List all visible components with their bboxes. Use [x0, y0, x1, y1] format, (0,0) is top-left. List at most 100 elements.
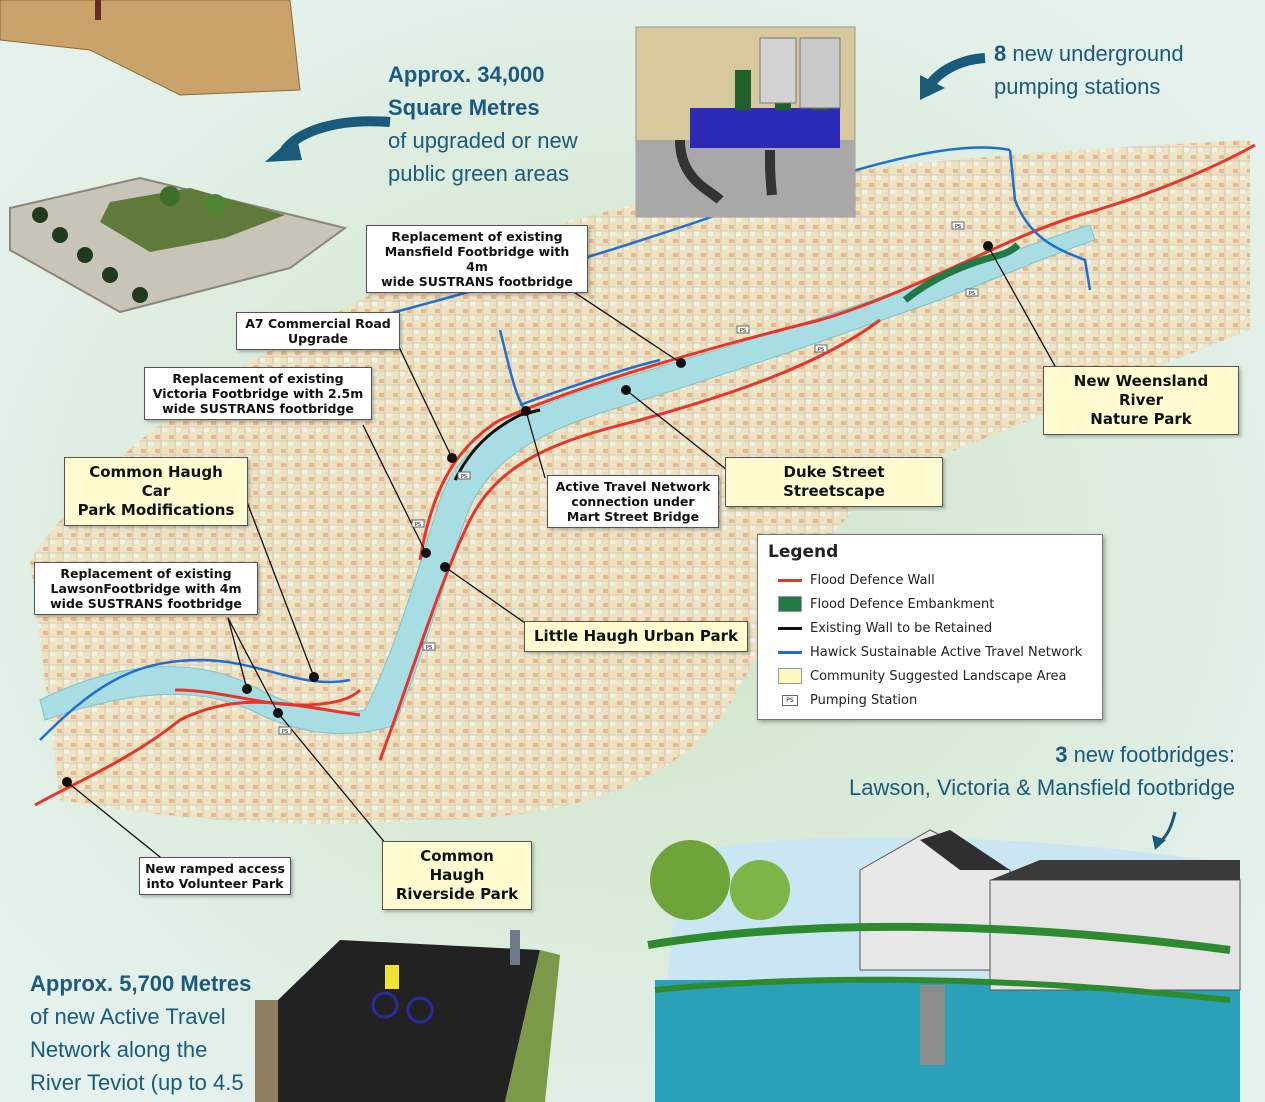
legend-symbol — [778, 626, 802, 630]
callout-pins — [62, 241, 993, 787]
legend-symbol — [778, 578, 802, 582]
pin-weensland — [983, 241, 993, 251]
pin-duke — [621, 385, 631, 395]
callout-line: Riverside Park — [395, 885, 519, 903]
callout-line: wide SUSTRANS footbridge — [381, 274, 573, 289]
legend-item: Community Suggested Landscape Area — [778, 664, 1102, 688]
pump-marker-label: PS — [818, 347, 824, 353]
travel-line3: Network along the — [30, 1037, 208, 1062]
pump-marker: PS — [951, 221, 965, 230]
pin-lawson-1 — [242, 684, 252, 694]
embankment — [902, 242, 1021, 303]
callout-a7-upgrade: A7 Commercial Road Upgrade — [236, 312, 400, 350]
pump-marker-label: PS — [740, 328, 746, 334]
active-travel-west — [39, 658, 351, 741]
callout-line: Mart Street Bridge — [566, 509, 700, 524]
green-areas-line4: public green areas — [388, 161, 570, 186]
callout-line: Park Modifications — [77, 501, 235, 519]
flood-wall-west-north — [174, 688, 362, 707]
legend-label: Flood Defence Wall — [810, 572, 935, 588]
callout-line: into Volunteer Park — [146, 876, 284, 891]
pin-lawson-2 — [273, 708, 283, 718]
pump-arrow-head — [920, 75, 945, 100]
pin-victoria — [421, 548, 431, 558]
green-arrow-head — [265, 134, 302, 162]
path-section-model — [255, 930, 560, 1102]
callout-line: New Weensland River — [1073, 372, 1209, 409]
legend-item: Existing Wall to be Retained — [778, 616, 1102, 640]
legend-symbol: PS — [778, 694, 802, 706]
pump-marker-label: PS — [955, 224, 961, 230]
green-areas-headline: Approx. 34,000 Square Metres of upgraded… — [388, 58, 578, 190]
pin-volunteer — [62, 777, 72, 787]
flood-wall-south — [378, 318, 881, 761]
pump-marker: PS — [411, 519, 425, 528]
pump-marker-label: PS — [282, 729, 288, 735]
callout-line: Little Haugh Urban Park — [534, 627, 738, 645]
footbridges-line2: Lawson, Victoria & Mansfield footbridge — [848, 775, 1235, 800]
retained-wall — [453, 408, 541, 481]
callout-line: Common Haugh Car — [89, 463, 223, 500]
pump-marker: PS — [965, 288, 979, 297]
pumping-count: 8 — [994, 41, 1007, 66]
callout-active-travel: Active Travel Network connection under M… — [547, 475, 719, 528]
pin-a7 — [447, 453, 457, 463]
callout-duke-street: Duke Street Streetscape — [725, 457, 943, 507]
callout-line: A7 Commercial Road — [245, 316, 391, 331]
callout-lawson-footbridge: Replacement of existing LawsonFootbridge… — [34, 562, 258, 615]
pumping-station-markers: PS PS PS PS PS PS PS PS — [278, 221, 979, 735]
callout-volunteer-park: New ramped access into Volunteer Park — [139, 857, 291, 895]
footbridge-arrow-head — [1152, 835, 1166, 850]
pump-marker-label: PS — [415, 522, 421, 528]
legend-title: Legend — [768, 542, 839, 562]
callout-line: Common Haugh — [420, 847, 494, 884]
pin-carpark — [309, 672, 319, 682]
pumping-headline: 8 new underground pumping stations — [994, 37, 1184, 103]
footbridges-count: 3 — [1055, 742, 1068, 767]
callout-line: Replacement of existing — [60, 566, 232, 581]
pump-marker: PS — [422, 642, 436, 651]
pin-active — [521, 406, 531, 416]
callout-line: New ramped access — [145, 861, 285, 876]
callout-victoria-footbridge: Replacement of existing Victoria Footbri… — [144, 367, 372, 420]
footbridges-line1: new footbridges: — [1073, 742, 1235, 767]
pump-marker-label: PS — [461, 474, 467, 480]
legend-label: Existing Wall to be Retained — [810, 620, 993, 636]
callout-line: Replacement of existing — [172, 371, 344, 386]
pumping-line2: pumping stations — [994, 74, 1161, 99]
pump-marker-label: PS — [969, 291, 975, 297]
legend-symbol — [778, 650, 802, 654]
footbridges-headline: 3 new footbridges: Lawson, Victoria & Ma… — [849, 738, 1235, 804]
green-areas-figure: Approx. 34,000 — [388, 62, 545, 87]
legend-symbol — [778, 668, 802, 684]
river-teviot — [39, 224, 1096, 735]
pump-marker: PS — [278, 726, 292, 735]
callout-line: connection under — [571, 494, 695, 509]
callout-line: Upgrade — [287, 331, 349, 346]
travel-line4: River Teviot (up to 4.5 — [30, 1070, 244, 1095]
pin-little-haugh — [440, 562, 450, 572]
callout-carpark: Common Haugh Car Park Modifications — [64, 457, 248, 526]
callout-line: Active Travel Network — [555, 479, 711, 494]
callout-weensland: New Weensland River Nature Park — [1043, 366, 1239, 435]
travel-headline: Approx. 5,700 Metres of new Active Trave… — [30, 967, 251, 1099]
legend-symbol — [778, 596, 802, 612]
active-travel-river — [498, 329, 661, 411]
callout-little-haugh: Little Haugh Urban Park — [524, 621, 748, 652]
travel-figure: Approx. 5,700 Metres — [30, 971, 252, 996]
legend-item: Hawick Sustainable Active Travel Network — [778, 640, 1102, 664]
footbridge-render — [647, 829, 1241, 1102]
legend-item: Flood Defence Wall — [778, 568, 1102, 592]
green-areas-line3: of upgraded or new — [388, 128, 578, 153]
pumping-line1: new underground — [1012, 41, 1184, 66]
callout-line: Mansfield Footbridge with 4m — [384, 244, 570, 274]
pump-marker-label: PS — [426, 645, 432, 651]
callout-mansfield-footbridge: Replacement of existing Mansfield Footbr… — [366, 225, 588, 293]
pump-marker: PS — [736, 325, 750, 334]
travel-line2: of new Active Travel — [30, 1004, 226, 1029]
legend-label: Flood Defence Embankment — [810, 596, 995, 612]
callout-line: wide SUSTRANS footbridge — [162, 401, 354, 416]
